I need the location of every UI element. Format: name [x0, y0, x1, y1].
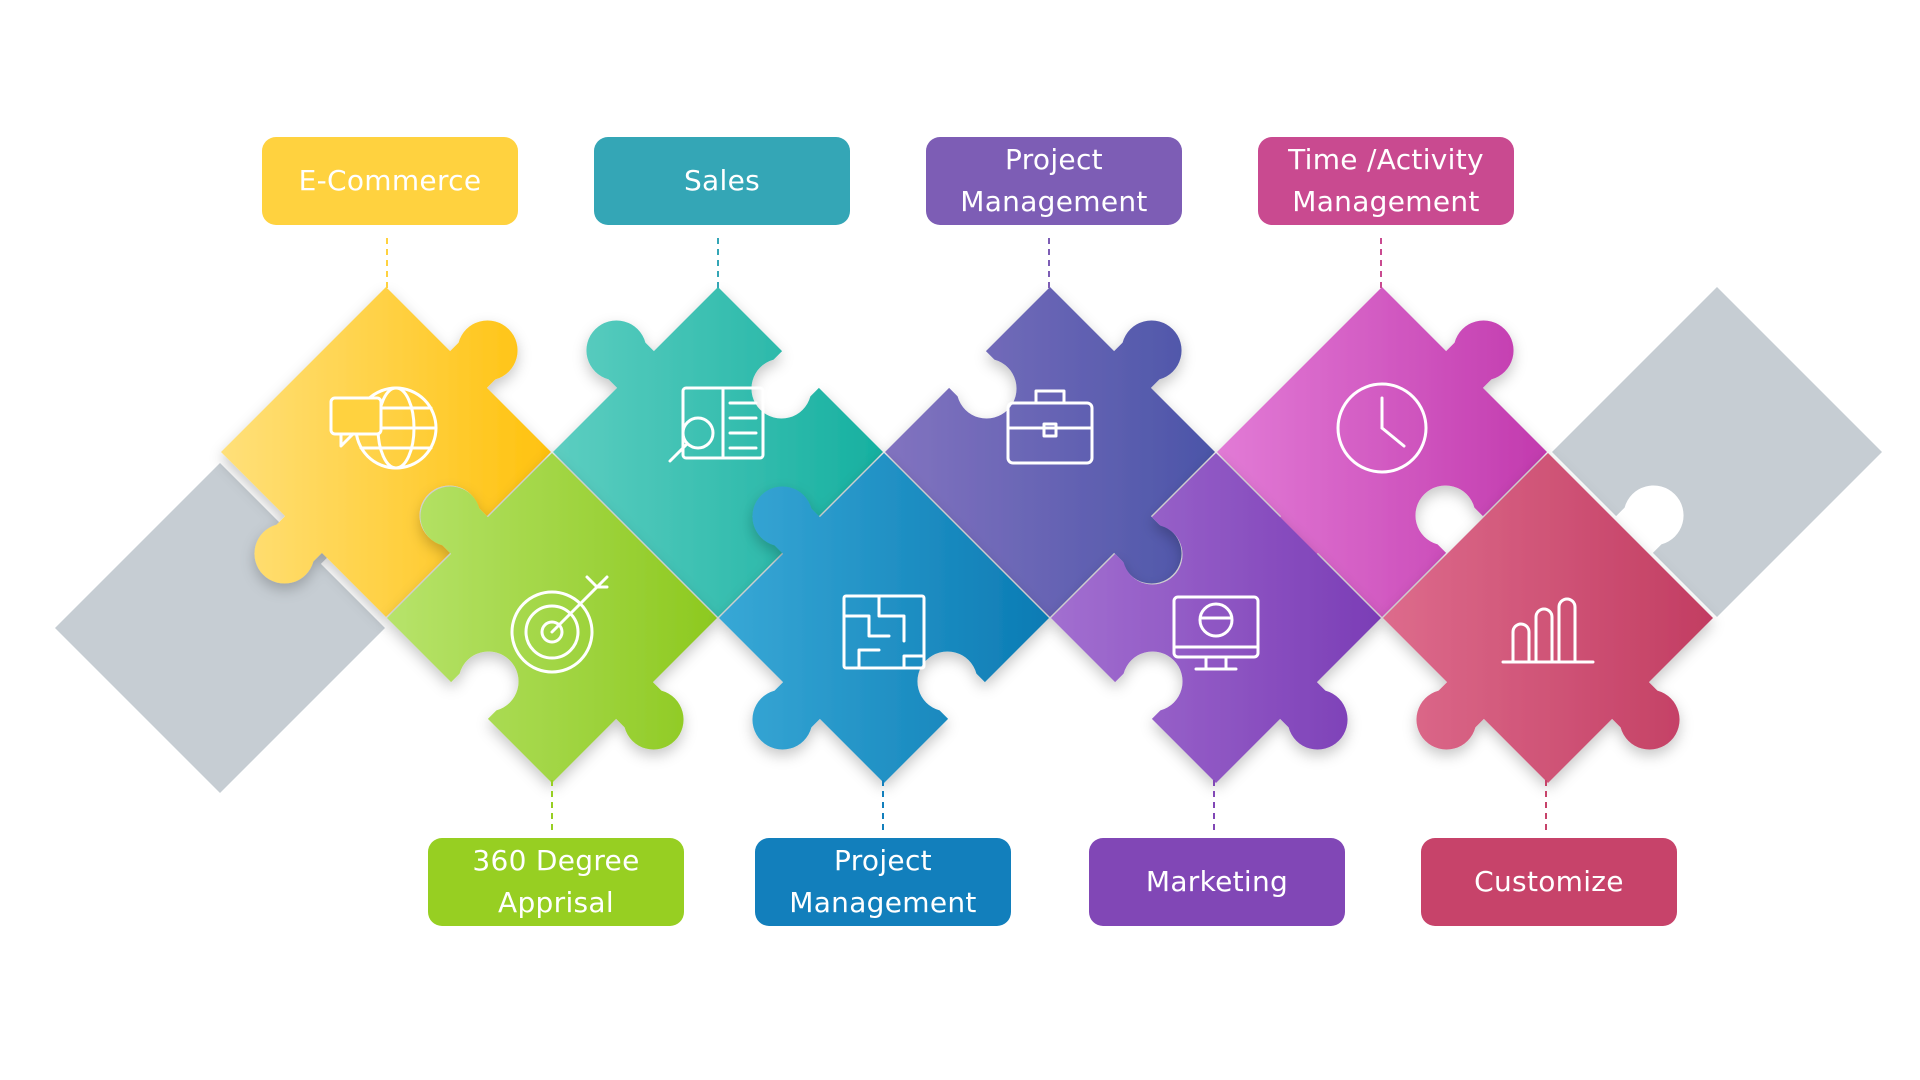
monitor-icon	[1172, 595, 1260, 671]
label-project-management-top: Project Management	[926, 137, 1182, 225]
connector-line	[882, 780, 884, 830]
puzzle-piece-4	[885, 287, 1215, 617]
connector-line	[1048, 238, 1050, 288]
connector-line	[717, 238, 719, 288]
bar-chart-icon	[1501, 597, 1595, 664]
connector-line	[1213, 780, 1215, 830]
puzzle-piece-3	[719, 453, 1049, 783]
target-icon	[510, 575, 609, 674]
puzzle-piece-0	[221, 287, 551, 617]
briefcase-icon	[1006, 389, 1094, 465]
puzzle-piece-7	[1383, 453, 1713, 783]
label-e-commerce: E-Commerce	[262, 137, 518, 225]
label-marketing: Marketing	[1089, 838, 1345, 926]
label-customize: Customize	[1421, 838, 1677, 926]
connector-line	[1545, 780, 1547, 830]
label-sales: Sales	[594, 137, 850, 225]
document-search-icon	[668, 386, 765, 463]
clock-icon	[1336, 382, 1428, 474]
puzzle-piece-1	[387, 453, 717, 783]
label-360-degree-apprisal: 360 Degree Apprisal	[428, 838, 684, 926]
connector-line	[1380, 238, 1382, 288]
maze-icon	[842, 594, 926, 670]
globe-chat-icon	[329, 386, 438, 470]
connector-line	[551, 780, 553, 830]
puzzle-piece-6	[1217, 287, 1547, 617]
label-project-management-bottom: Project Management	[755, 838, 1011, 926]
label-time-activity-management: Time /Activity Management	[1258, 137, 1514, 225]
gray-puzzle-piece-right	[1552, 287, 1882, 617]
connector-line	[386, 238, 388, 288]
